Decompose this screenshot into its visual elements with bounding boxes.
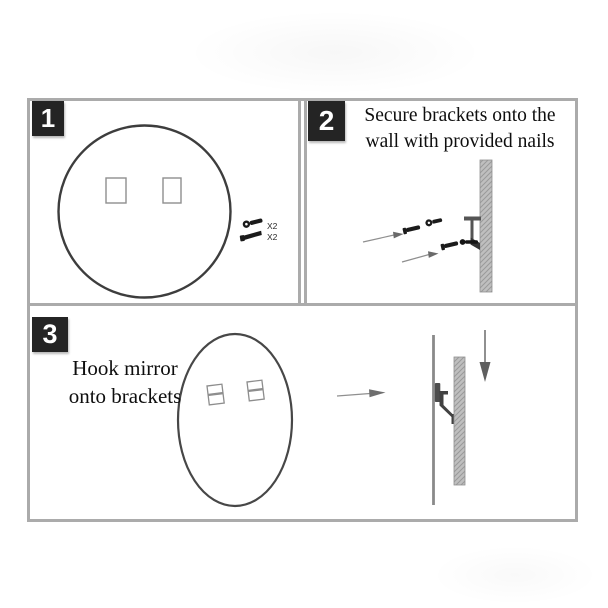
step-3-badge: 3 (32, 317, 68, 352)
step-3-number: 3 (42, 319, 58, 349)
direction-arrow-right (336, 389, 386, 398)
step-3-instruction-line2: onto brackets (68, 384, 182, 408)
step-2-instruction-line2: wall with provided nails (365, 131, 555, 152)
aim-arrow-lower (401, 251, 439, 263)
aim-arrow-upper (362, 231, 404, 243)
bracket-slot-left (105, 177, 127, 204)
wall-bracket (464, 216, 481, 250)
step-2-badge: 2 (308, 101, 345, 141)
wall-strip-side (453, 356, 466, 486)
bracket-slot-right (162, 177, 182, 204)
wall-strip (479, 159, 493, 293)
direction-arrow-down (479, 330, 491, 382)
nail-icon (440, 241, 459, 251)
step-3-illustration (176, 330, 491, 508)
step-3-instruction: Hook mirror onto brackets (40, 354, 210, 410)
step-1-badge: 1 (32, 101, 64, 136)
step-2-instruction-line1: Secure brackets onto the (364, 105, 556, 126)
step-2-number: 2 (318, 105, 335, 136)
bracket-nail-icon (459, 239, 478, 245)
screw-icon (242, 218, 263, 228)
hook-slot-right (246, 379, 265, 402)
mirror-back-circle (57, 124, 232, 299)
background-smudge (185, 10, 485, 95)
step-1-panel: 1 X2 X2 (30, 101, 298, 303)
panel-divider-horizontal (30, 303, 575, 306)
step-3-instruction-line1: Hook mirror (72, 356, 178, 380)
screw-quantity-label: X2 (267, 221, 278, 231)
step-1-illustration: X2 X2 (57, 124, 278, 299)
step-1-number: 1 (40, 103, 56, 133)
mirror-hook-bracket (439, 391, 457, 424)
instruction-sheet: 1 X2 X2 2 Secure brackets onto th (27, 98, 578, 522)
nail-icon (239, 230, 262, 242)
step-2-instruction: Secure brackets onto the wall with provi… (347, 103, 573, 155)
step-3-panel: 3 Hook mirror onto brackets (30, 306, 575, 519)
background-smudge (430, 545, 600, 605)
nail-quantity-label: X2 (267, 232, 278, 242)
step-2-panel: 2 Secure brackets onto the wall with pro… (307, 101, 575, 303)
screw-icon (425, 218, 443, 227)
panel-divider-vertical (298, 101, 307, 303)
nail-icon (402, 225, 421, 235)
mirror-hanger-tab (434, 383, 441, 402)
